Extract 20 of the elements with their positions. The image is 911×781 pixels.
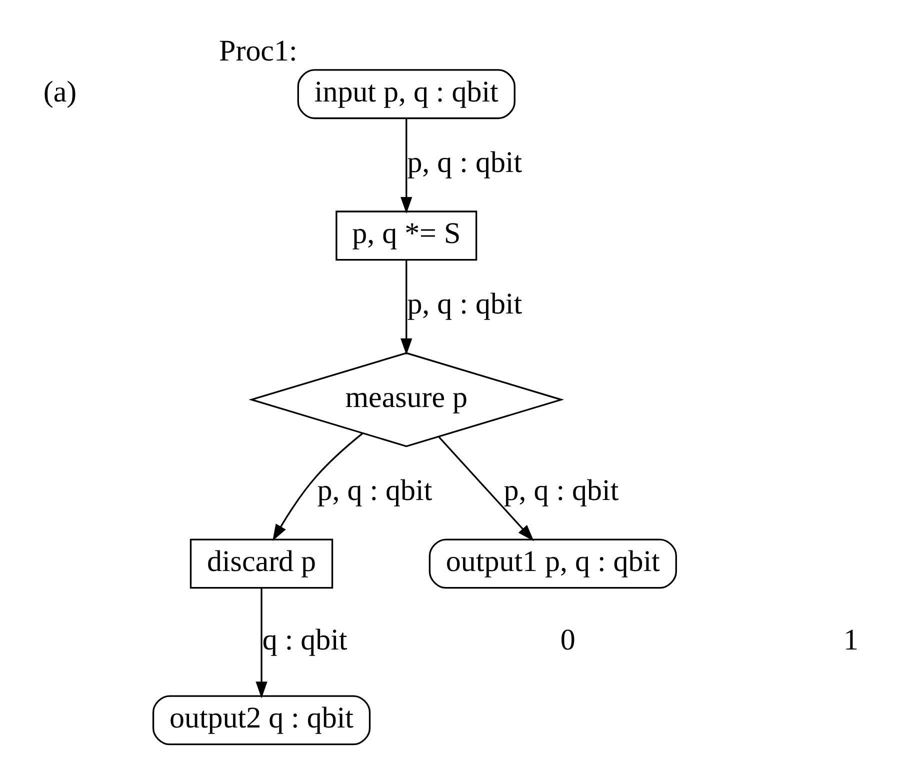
edge-label: p, q : qbit: [407, 288, 522, 321]
arrow: [438, 436, 534, 542]
edge-label: p, q : qbit: [317, 474, 432, 508]
label: 1: [843, 623, 858, 656]
node-box: output1 p, q : qbit: [428, 538, 677, 589]
arrow: [272, 432, 364, 542]
node-box: output2 q : qbit: [152, 695, 371, 746]
node-label: Proc1:: [219, 34, 298, 68]
edge-label: p, q : qbit: [504, 474, 619, 508]
node-diamond: measure p: [248, 352, 564, 448]
edge-label: q : qbit: [262, 623, 348, 656]
arrow: [256, 588, 268, 698]
arrow: [400, 260, 412, 355]
node-box: discard p: [190, 538, 334, 589]
label: 0: [560, 623, 576, 656]
node-box: input p, q : qbit: [297, 69, 516, 120]
edge-label: p, q : qbit: [407, 146, 522, 180]
arrow: [400, 118, 412, 214]
node-box: p, q *= S: [336, 210, 478, 261]
label: (a): [43, 75, 77, 108]
